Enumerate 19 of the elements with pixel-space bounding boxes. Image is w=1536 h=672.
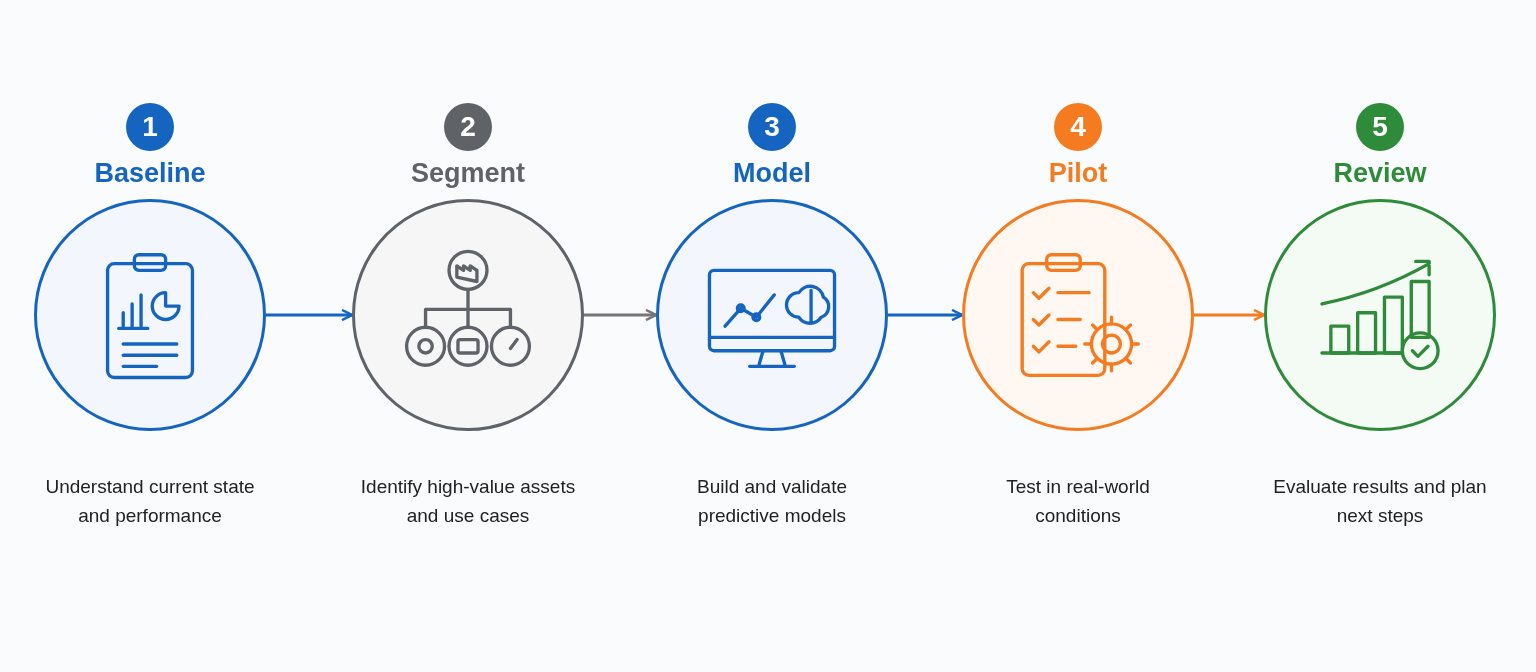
step-title: Review [1333,158,1427,189]
step-title: Baseline [94,158,206,189]
step-number: 3 [748,103,796,151]
step-number: 1 [126,103,174,151]
step-description: Identify high-value assets and use cases [359,475,577,528]
step-description: Build and validate predictive models [696,475,848,528]
arrow [584,308,658,322]
step-description: Test in real-world conditions [1005,475,1151,528]
step-description: Understand current state and performance [44,475,256,528]
arrow [1194,308,1266,322]
step-number: 5 [1356,103,1404,151]
step-title: Pilot [1048,158,1108,189]
arrow [266,308,354,322]
step-number: 4 [1054,103,1102,151]
step-title: Segment [411,158,525,189]
step-number: 2 [444,103,492,151]
arrow [888,308,964,322]
step-title: Model [733,158,811,189]
step-description: Evaluate results and plan next steps [1272,475,1488,528]
